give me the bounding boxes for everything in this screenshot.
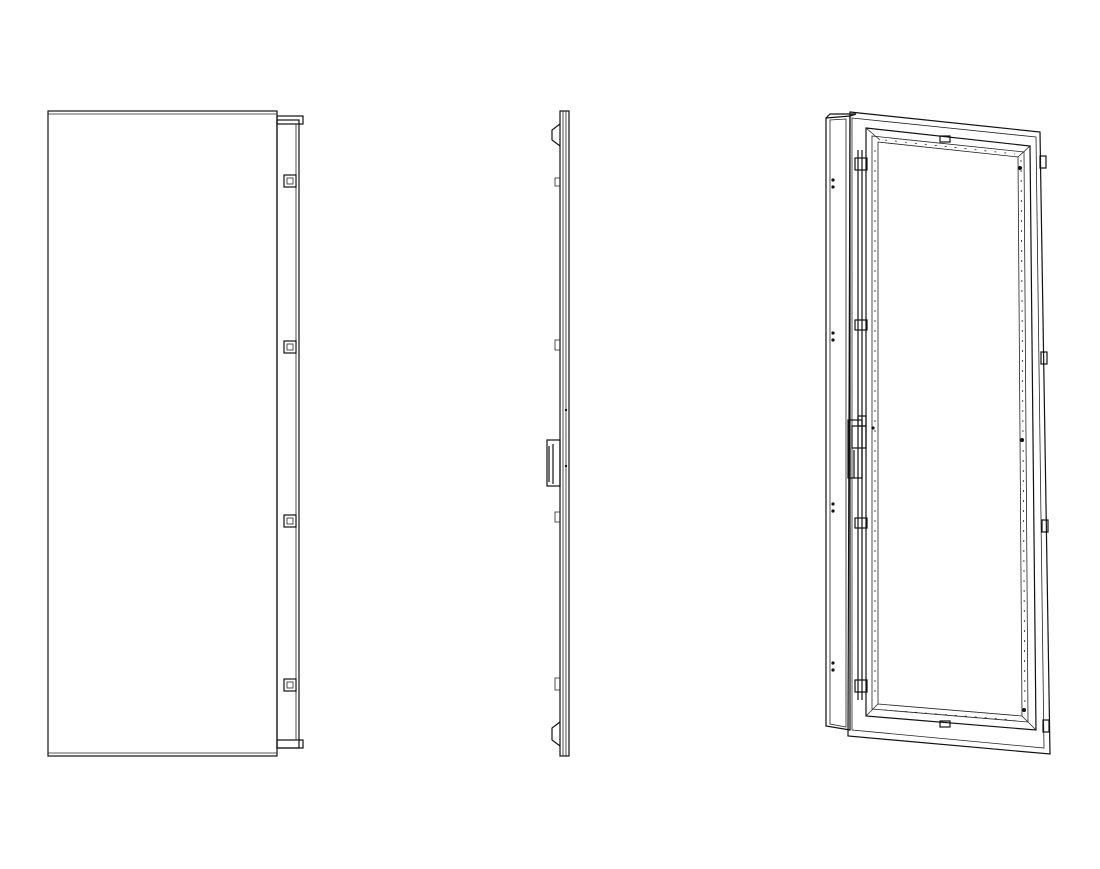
hinge <box>283 678 297 692</box>
door-frame <box>847 111 1051 755</box>
hinge <box>283 174 297 188</box>
hinge <box>283 514 297 528</box>
door-edge <box>559 110 570 757</box>
hinge-profile <box>825 115 851 731</box>
inner-view <box>825 111 1051 755</box>
door-panel <box>47 110 278 757</box>
front-view <box>47 110 304 757</box>
hinge <box>283 340 297 354</box>
handle-mechanism <box>847 415 875 479</box>
side-view <box>546 110 570 757</box>
handle <box>546 439 561 487</box>
mounting-frame <box>865 127 1037 731</box>
